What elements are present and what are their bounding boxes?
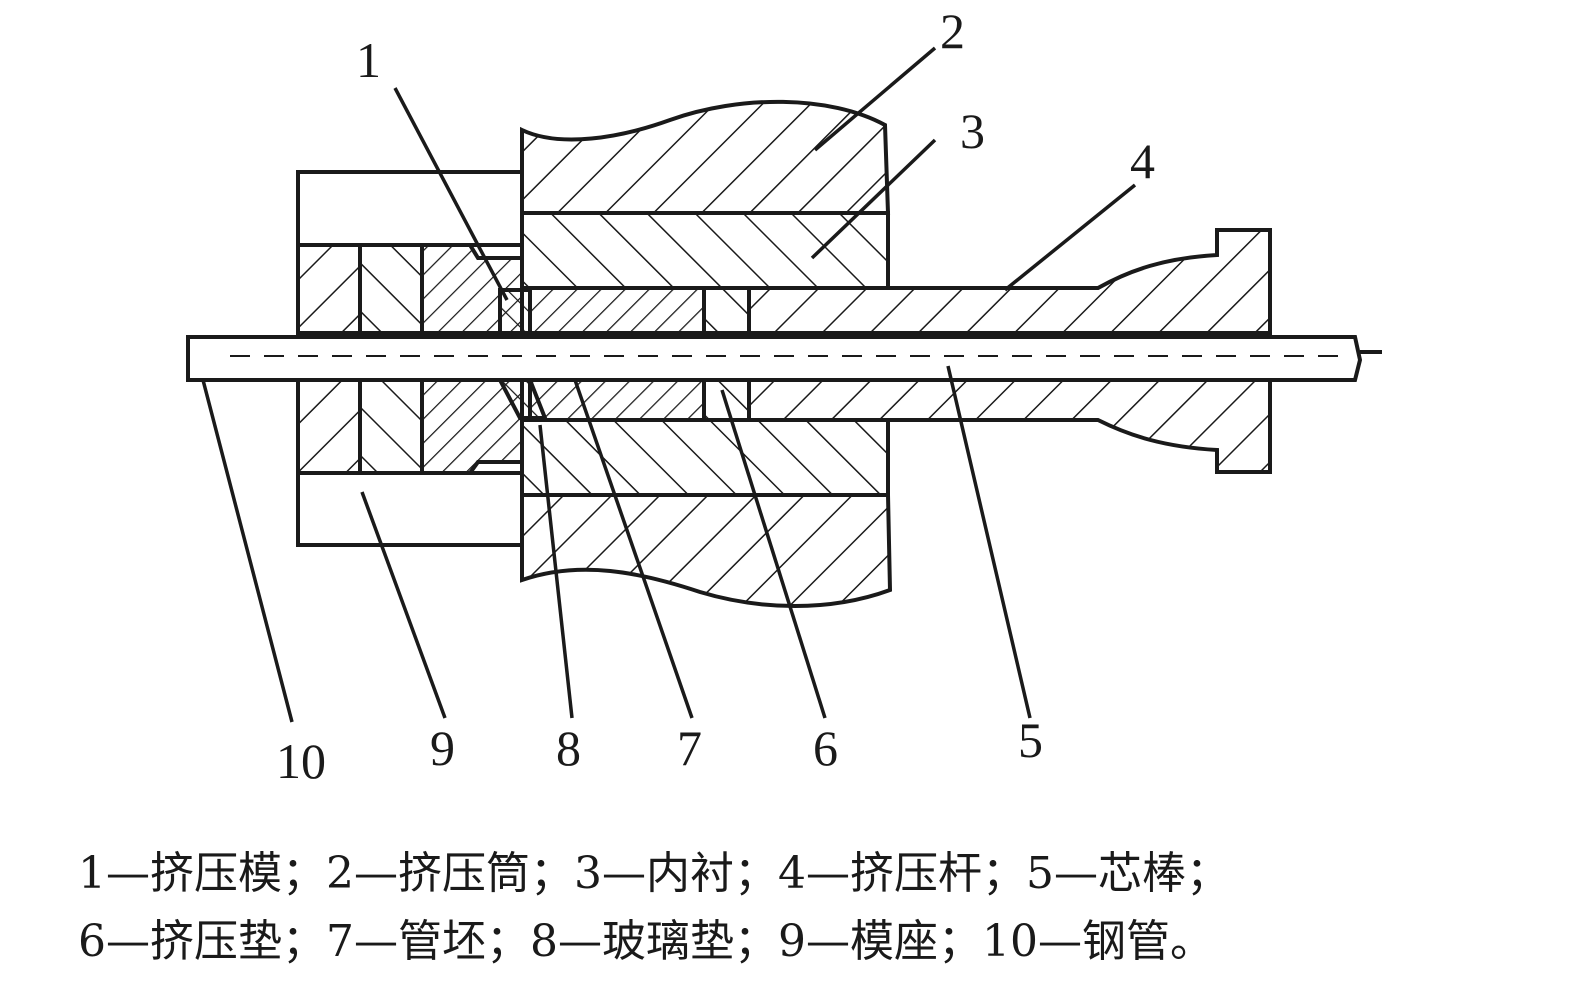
leader-1 [393, 87, 509, 301]
leader-lines [201, 46, 1137, 723]
figure-caption: 1—挤压模；2—挤压筒；3—内衬；4—挤压杆；5—芯棒； 6—挤压垫；7—管坯；… [78, 840, 1558, 976]
leader-7 [573, 379, 694, 719]
leader-4 [1003, 183, 1137, 292]
extrusion-diagram: 1 2 3 4 5 6 7 8 9 10 [186, 3, 1382, 789]
leader-2 [813, 46, 937, 152]
extrusion-stem [747, 228, 1272, 474]
leader-8 [538, 424, 574, 719]
leader-6 [720, 389, 827, 719]
callout-3: 3 [960, 103, 985, 159]
callout-7: 7 [677, 720, 702, 776]
callout-6: 6 [813, 720, 838, 776]
leader-9 [360, 491, 447, 719]
callout-5: 5 [1018, 712, 1043, 768]
mandrel [186, 335, 1382, 382]
callout-10: 10 [276, 733, 326, 789]
leader-5 [946, 365, 1032, 719]
container-liner [520, 211, 890, 497]
callout-labels: 1 2 3 4 5 6 7 8 9 10 [276, 3, 1155, 789]
callout-4: 4 [1130, 133, 1155, 189]
callout-2: 2 [940, 3, 965, 59]
callout-9: 9 [430, 720, 455, 776]
extrusion-die [420, 243, 524, 475]
tube-billet [528, 286, 706, 422]
callout-1: 1 [356, 32, 381, 88]
callout-8: 8 [556, 720, 581, 776]
caption-line-2: 6—挤压垫；7—管坯；8—玻璃垫；9—模座；10—钢管。 [78, 916, 1214, 967]
caption-line-1: 1—挤压模；2—挤压筒；3—内衬；4—挤压杆；5—芯棒； [78, 848, 1230, 899]
leader-10 [201, 379, 294, 723]
container [520, 99, 893, 608]
leader-3 [810, 138, 937, 260]
